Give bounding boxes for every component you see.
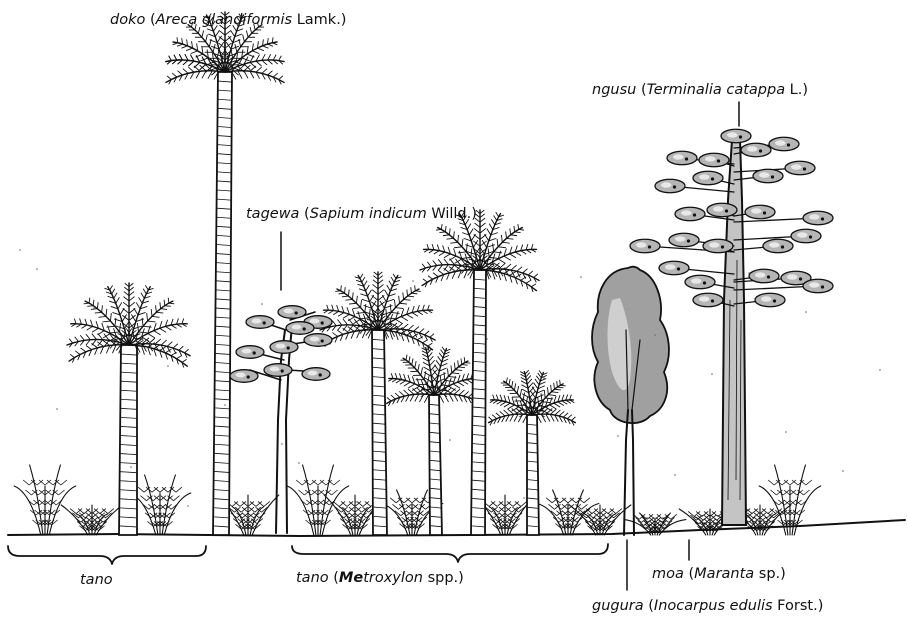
leaf-cluster bbox=[667, 151, 697, 165]
leaf-cluster bbox=[659, 261, 689, 275]
leaf-cluster bbox=[721, 129, 751, 143]
leaf-cluster bbox=[791, 229, 821, 243]
ground-line bbox=[8, 520, 905, 536]
leaf-cluster bbox=[755, 293, 785, 307]
leaf-cluster bbox=[753, 169, 783, 183]
leaf-cluster bbox=[270, 341, 298, 354]
leaf-cluster bbox=[785, 161, 815, 175]
undergrowth-shrub bbox=[129, 475, 191, 535]
tano-palm-mid-2 bbox=[387, 346, 482, 535]
doko-label: doko (Areca glandiformis Lamk.) bbox=[110, 12, 346, 28]
leaf-cluster bbox=[302, 368, 330, 381]
leaf-cluster bbox=[763, 239, 793, 253]
tano-metroxylon-label: tano (Metroxylon spp.) bbox=[296, 570, 464, 586]
leaf-cluster bbox=[693, 293, 723, 307]
tano-mid-brace bbox=[292, 544, 608, 562]
leaf-cluster bbox=[675, 207, 705, 221]
leaf-cluster bbox=[246, 316, 274, 329]
leaf-cluster bbox=[278, 306, 306, 319]
undergrowth-shrub bbox=[287, 465, 349, 535]
leaf-cluster bbox=[304, 334, 332, 347]
palm-trees bbox=[67, 12, 576, 535]
leaf-cluster bbox=[741, 143, 771, 157]
tano-left-label: tano bbox=[80, 572, 113, 588]
leaf-cluster bbox=[630, 239, 660, 253]
leaf-cluster bbox=[655, 179, 685, 193]
leaf-cluster bbox=[699, 153, 729, 167]
leaf-cluster bbox=[703, 239, 733, 253]
tano-palm-right bbox=[488, 370, 575, 535]
leaf-cluster bbox=[286, 322, 314, 335]
undergrowth-shrub bbox=[537, 490, 599, 535]
gugura-label: gugura (Inocarpus edulis Forst.) bbox=[592, 598, 823, 614]
moa-label: moa (Maranta sp.) bbox=[652, 566, 786, 582]
undergrowth-shrub bbox=[14, 465, 76, 535]
leaf-cluster bbox=[685, 275, 715, 289]
undergrowth-shrub bbox=[61, 505, 123, 535]
doko-palm bbox=[166, 12, 284, 535]
tagewa-label: tagewa (Sapium indicum Willd.) bbox=[246, 206, 477, 222]
ngusu-label: ngusu (Terminalia catappa L.) bbox=[592, 82, 808, 98]
leaf-cluster bbox=[669, 233, 699, 247]
leaf-cluster bbox=[803, 279, 833, 293]
leaf-cluster bbox=[769, 137, 799, 151]
leaf-cluster bbox=[707, 203, 737, 217]
leaf-cluster bbox=[230, 370, 258, 383]
gugura-tree bbox=[592, 267, 669, 535]
leaf-cluster bbox=[236, 346, 264, 359]
tagewa-tree bbox=[230, 306, 332, 533]
undergrowth-shrub bbox=[569, 505, 631, 535]
leaf-cluster bbox=[803, 211, 833, 225]
leaf-cluster bbox=[264, 364, 292, 377]
tano-left-brace bbox=[8, 546, 206, 564]
leaf-cluster bbox=[749, 269, 779, 283]
leaf-cluster bbox=[745, 205, 775, 219]
leaf-cluster bbox=[693, 171, 723, 185]
